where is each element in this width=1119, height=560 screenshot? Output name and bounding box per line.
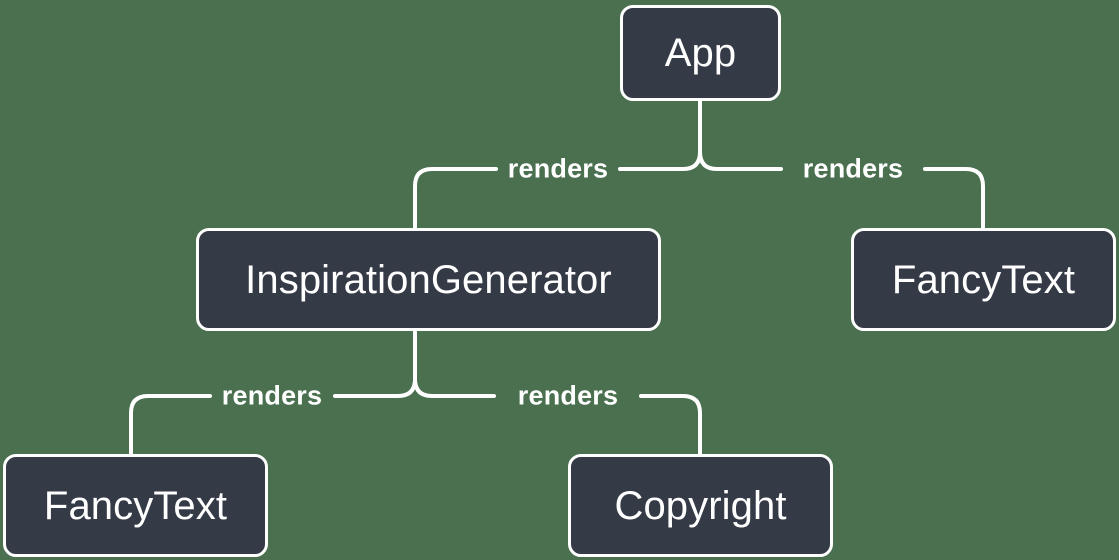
edge-label-app-to-inspiration-generator: renders — [507, 153, 609, 184]
node-label-inspiration-generator: InspirationGenerator — [245, 257, 612, 302]
edges-group — [129, 99, 985, 456]
node-label-app: App — [664, 31, 737, 75]
edge-app-to-fancytext-right — [698, 99, 985, 230]
node-inspiration-generator[interactable]: InspirationGenerator — [196, 228, 661, 331]
edge-label-app-to-fancytext-right: renders — [802, 153, 904, 184]
node-label-copyright: Copyright — [614, 483, 787, 528]
node-fancytext-right[interactable]: FancyText — [851, 228, 1116, 331]
node-fancytext-bottom-left[interactable]: FancyText — [3, 454, 268, 557]
edge-label-inspiration-to-copyright: renders — [517, 380, 619, 411]
node-label-fancytext-right: FancyText — [891, 257, 1076, 302]
node-app[interactable]: App — [620, 5, 781, 101]
edge-label-inspiration-to-fancytext-bottom-left: renders — [221, 380, 323, 411]
node-copyright[interactable]: Copyright — [568, 454, 833, 557]
node-label-fancytext-bottom-left: FancyText — [43, 483, 228, 528]
edge-inspiration-to-copyright — [413, 329, 702, 456]
